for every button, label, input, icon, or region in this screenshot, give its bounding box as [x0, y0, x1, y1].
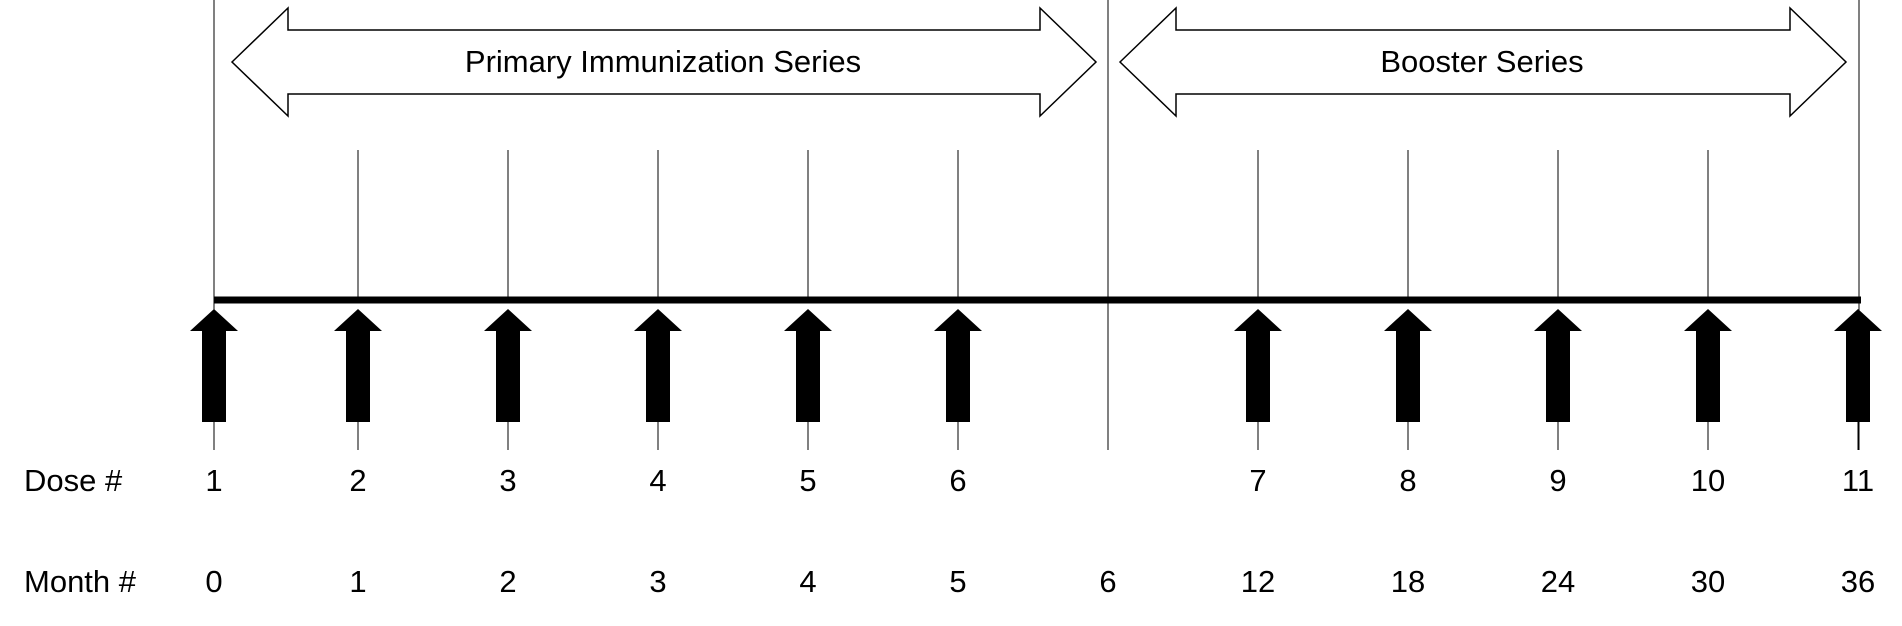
dose-arrow — [334, 309, 382, 422]
dose-number: 8 — [1399, 463, 1416, 498]
dose-number: 11 — [1842, 463, 1874, 498]
month-number: 30 — [1691, 564, 1725, 599]
phase-arrow-primary: Primary Immunization Series — [230, 6, 1098, 118]
month-number: 0 — [205, 564, 222, 599]
month-number: 5 — [949, 564, 966, 599]
dose-number: 5 — [799, 463, 816, 498]
dose-ticks — [213, 150, 1859, 450]
month-number: 24 — [1541, 564, 1575, 599]
dose-arrow — [1234, 309, 1282, 422]
dose-arrow — [190, 309, 238, 422]
month-number: 2 — [499, 564, 516, 599]
dose-number: 2 — [349, 463, 366, 498]
dose-number: 10 — [1691, 463, 1725, 498]
dose-arrow — [1384, 309, 1432, 422]
dose-arrow — [634, 309, 682, 422]
row-label-month: Month # — [24, 564, 137, 599]
dose-arrow — [934, 309, 982, 422]
dose-number: 4 — [649, 463, 666, 498]
month-number: 3 — [649, 564, 666, 599]
dose-arrow — [1534, 309, 1582, 422]
dose-arrows — [190, 309, 1882, 422]
month-number: 4 — [799, 564, 816, 599]
dose-number: 7 — [1249, 463, 1266, 498]
dose-arrow — [1684, 309, 1732, 422]
month-number: 6 — [1099, 564, 1116, 599]
phase-arrow-primary-shape — [230, 6, 1098, 118]
month-number: 12 — [1241, 564, 1275, 599]
dose-number: 6 — [949, 463, 966, 498]
month-number: 36 — [1841, 564, 1875, 599]
phase-arrow-booster-shape — [1118, 6, 1848, 118]
month-number: 18 — [1391, 564, 1425, 599]
dose-arrow — [484, 309, 532, 422]
dose-number: 3 — [499, 463, 516, 498]
row-label-dose: Dose # — [24, 463, 123, 498]
dose-number: 9 — [1549, 463, 1566, 498]
phase-label-booster: Booster Series — [1380, 44, 1583, 79]
phase-arrow-booster: Booster Series — [1118, 6, 1848, 118]
dose-number-labels: 1 2 3 4 5 6 7 8 9 10 11 — [205, 463, 1874, 498]
dose-arrow — [1834, 309, 1882, 422]
phase-label-primary: Primary Immunization Series — [465, 44, 861, 79]
dose-arrow — [784, 309, 832, 422]
month-number: 1 — [349, 564, 366, 599]
dose-number: 1 — [205, 463, 222, 498]
